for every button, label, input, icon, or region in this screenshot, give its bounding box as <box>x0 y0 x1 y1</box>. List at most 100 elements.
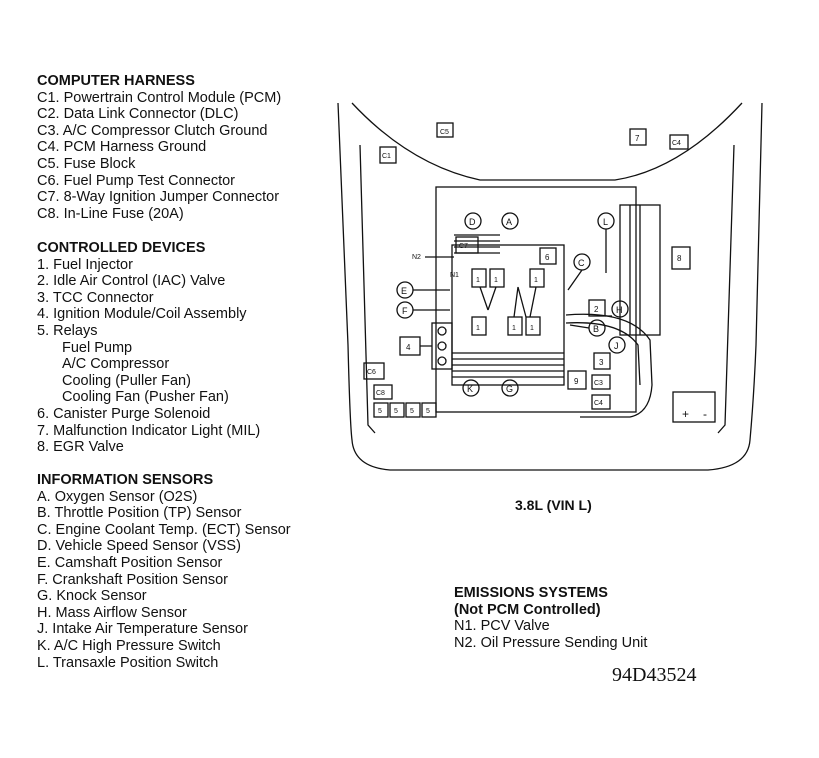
controlled-devices-legend: CONTROLLED DEVICES 1. Fuel Injector 2. I… <box>37 240 260 456</box>
computer-harness-legend: COMPUTER HARNESS C1. Powertrain Control … <box>37 73 281 222</box>
hood-outline <box>337 102 763 471</box>
fender-left <box>359 144 376 434</box>
label-n1: N1 <box>450 272 459 279</box>
svg-text:C1: C1 <box>382 153 391 160</box>
sensor-item: C. Engine Coolant Temp. (ECT) Sensor <box>37 521 291 538</box>
device-item: 8. EGR Valve <box>37 439 124 456</box>
information-sensors-title: INFORMATION SENSORS <box>37 472 214 488</box>
device-item: 5. Relays <box>37 322 98 339</box>
svg-text:C6: C6 <box>367 369 376 376</box>
sensor-g: G <box>501 379 519 397</box>
sensor-item: D. Vehicle Speed Sensor (VSS) <box>37 538 241 555</box>
component-3: 3 <box>593 352 611 370</box>
sensor-a: A <box>501 212 519 230</box>
svg-text:3: 3 <box>599 358 604 367</box>
svg-text:6: 6 <box>545 253 550 262</box>
fuel-injectors: 1 1 1 1 1 1 <box>471 268 545 336</box>
air-intake-duct <box>565 313 653 418</box>
device-item: 1. Fuel Injector <box>37 256 133 273</box>
figure-code: 94D43524 <box>612 664 697 686</box>
hood-inner <box>351 102 743 181</box>
sensor-item: E. Camshaft Position Sensor <box>37 554 223 571</box>
harness-item: C3. A/C Compressor Clutch Ground <box>37 122 268 139</box>
sensor-item: G. Knock Sensor <box>37 588 147 605</box>
svg-text:C4: C4 <box>672 140 681 147</box>
svg-text:8: 8 <box>677 254 682 263</box>
relay-item: Cooling Fan (Pusher Fan) <box>62 389 229 406</box>
component-7: 7 <box>629 128 647 146</box>
harness-item: C6. Fuel Pump Test Connector <box>37 172 235 189</box>
label-n2: N2 <box>412 254 421 261</box>
sensor-item: K. A/C High Pressure Switch <box>37 637 221 654</box>
emissions-item: N2. Oil Pressure Sending Unit <box>454 634 648 651</box>
relay-center: 5 5 5 5 <box>373 402 437 418</box>
svg-text:F: F <box>402 306 408 316</box>
device-item: 2. Idle Air Control (IAC) Valve <box>37 273 226 290</box>
sensor-f: F <box>396 301 414 319</box>
component-c5: C5 <box>436 122 454 138</box>
sensor-k: K <box>462 379 480 397</box>
svg-text:C8: C8 <box>376 390 385 397</box>
coil-pack <box>431 322 453 370</box>
svg-text:5: 5 <box>410 408 414 415</box>
relay-item: A/C Compressor <box>62 356 170 373</box>
device-item: 4. Ignition Module/Coil Assembly <box>37 306 247 323</box>
relay-item: Fuel Pump <box>62 339 133 356</box>
sensor-item: A. Oxygen Sensor (O2S) <box>37 488 198 505</box>
harness-item: C7. 8-Way Ignition Jumper Connector <box>37 189 280 206</box>
svg-text:7: 7 <box>635 134 640 143</box>
component-c4: C4 <box>591 394 611 410</box>
svg-text:D: D <box>469 217 476 227</box>
component-c6: C6 <box>363 362 385 380</box>
component-c3: C3 <box>591 374 611 390</box>
harness-item: C4. PCM Harness Ground <box>37 139 207 156</box>
sensor-e: E <box>396 281 414 299</box>
sensor-item: L. Transaxle Position Switch <box>37 654 219 671</box>
emissions-legend: EMISSIONS SYSTEMS (Not PCM Controlled) N… <box>454 585 647 651</box>
svg-text:1: 1 <box>534 277 538 284</box>
component-c7: C7 <box>455 236 479 254</box>
sensor-item: H. Mass Airflow Sensor <box>37 604 187 621</box>
emissions-subtitle: (Not PCM Controlled) <box>454 601 601 618</box>
svg-text:4: 4 <box>406 343 411 352</box>
svg-text:2: 2 <box>594 305 599 314</box>
component-c8: C8 <box>373 384 393 400</box>
harness-item: C5. Fuse Block <box>37 155 136 172</box>
sensor-item: F. Crankshaft Position Sensor <box>37 571 229 588</box>
svg-text:1: 1 <box>476 325 480 332</box>
emissions-item: N1. PCV Valve <box>454 618 550 635</box>
svg-text:1: 1 <box>512 325 516 332</box>
controlled-devices-title: CONTROLLED DEVICES <box>37 240 206 256</box>
sensor-c: C <box>573 253 591 271</box>
component-2: 2 <box>588 299 606 317</box>
information-sensors-legend: INFORMATION SENSORS A. Oxygen Sensor (O2… <box>37 472 291 671</box>
svg-text:G: G <box>506 384 513 394</box>
intake-plenum <box>451 244 565 386</box>
svg-text:C3: C3 <box>594 380 603 387</box>
relay-item: Cooling (Puller Fan) <box>62 372 191 389</box>
sensor-j: J <box>608 336 626 354</box>
battery-plus-label: + <box>682 407 689 421</box>
engine-block <box>435 186 637 413</box>
battery <box>672 391 716 423</box>
sensor-b: B <box>588 319 606 337</box>
computer-harness-title: COMPUTER HARNESS <box>37 73 195 89</box>
engine-compartment-diagram: + - C5 C1 7 C4 8 C7 6 2 4 3 C6 <box>337 102 763 471</box>
svg-text:C5: C5 <box>440 129 449 136</box>
fender-right <box>717 144 735 434</box>
svg-text:5: 5 <box>394 408 398 415</box>
svg-text:1: 1 <box>494 277 498 284</box>
device-item: 3. TCC Connector <box>37 289 154 306</box>
leader-lines <box>413 229 612 347</box>
emissions-title: EMISSIONS SYSTEMS <box>454 585 608 601</box>
svg-text:E: E <box>401 286 407 296</box>
svg-text:1: 1 <box>476 277 480 284</box>
svg-text:K: K <box>467 384 473 394</box>
harness-item: C2. Data Link Connector (DLC) <box>37 106 239 123</box>
engine-caption: 3.8L (VIN L) <box>515 497 592 513</box>
sensor-item: B. Throttle Position (TP) Sensor <box>37 505 242 522</box>
svg-text:L: L <box>603 217 608 227</box>
svg-text:1: 1 <box>530 325 534 332</box>
svg-text:C4: C4 <box>594 400 603 407</box>
sensor-item: J. Intake Air Temperature Sensor <box>37 621 248 638</box>
